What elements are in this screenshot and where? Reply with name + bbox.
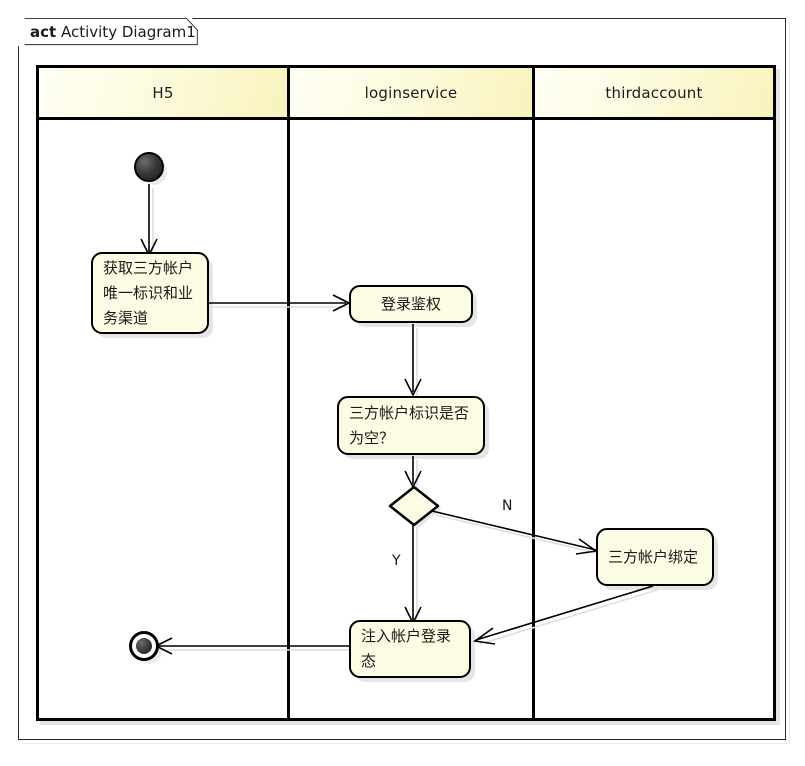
- activity-label: 注入帐户登录态: [361, 627, 452, 670]
- swimlane-header-thirdaccount: thirdaccount: [535, 68, 773, 124]
- swimlane-title: loginservice: [364, 83, 458, 102]
- activity-inject-login-state[interactable]: 注入帐户登录态: [349, 620, 471, 678]
- swimlane-header-loginservice: loginservice: [290, 68, 532, 124]
- activity-label: 登录鉴权: [380, 294, 441, 313]
- diagram-frame: [18, 18, 786, 740]
- final-node[interactable]: [129, 631, 159, 661]
- diagram-title-text: Activity Diagram1: [60, 23, 196, 41]
- activity-login-auth[interactable]: 登录鉴权: [349, 285, 473, 323]
- initial-node[interactable]: [134, 152, 164, 182]
- swimlane-body-h5: [39, 120, 287, 718]
- activity-label: 三方帐户绑定: [608, 547, 699, 566]
- diagram-keyword: act: [30, 23, 57, 41]
- decision-node[interactable]: [387, 485, 442, 528]
- swimlane-h5[interactable]: H5: [39, 68, 287, 718]
- activity-bind-third-account[interactable]: 三方帐户绑定: [596, 528, 714, 586]
- swimlane-title: H5: [152, 83, 174, 102]
- frame-shadow: [22, 22, 790, 744]
- swimlane-title: thirdaccount: [605, 83, 703, 102]
- activity-label: 获取三方帐户唯一标识和业务渠道: [103, 258, 194, 327]
- activity-check-third-id-empty[interactable]: 三方帐户标识是否为空？: [337, 396, 485, 455]
- activity-get-third-account-id[interactable]: 获取三方帐户唯一标识和业务渠道: [91, 252, 209, 334]
- activity-label: 三方帐户标识是否为空？: [349, 403, 470, 447]
- diagram-frame-title: act Activity Diagram1: [30, 24, 196, 41]
